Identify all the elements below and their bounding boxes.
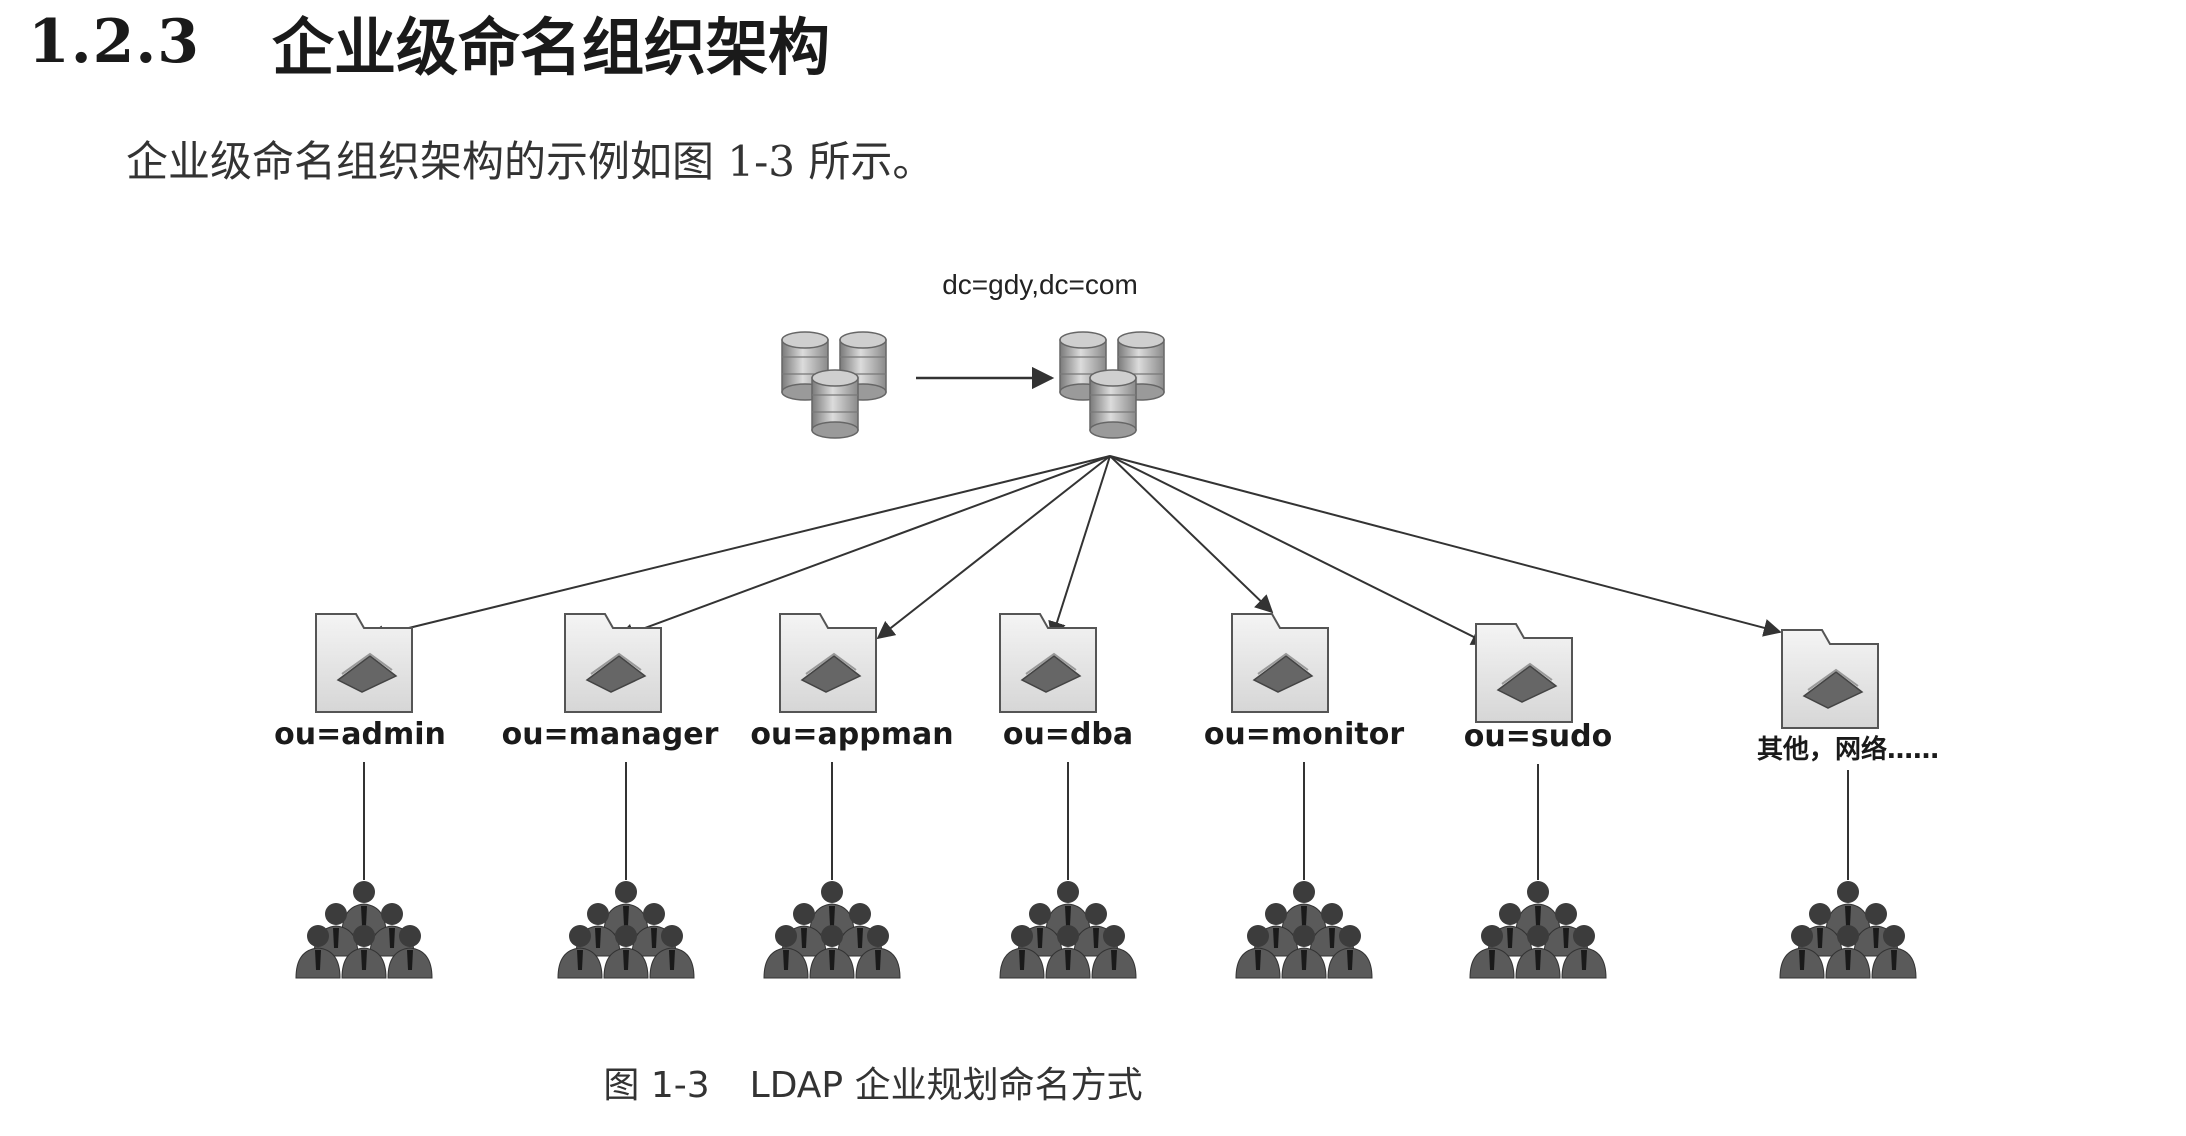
node-label: 其他，网络……: [1757, 734, 1939, 765]
folder-icon-manager: [564, 613, 662, 713]
folder-icon-dba: [999, 613, 1097, 713]
node-label: ou=admin: [274, 717, 446, 752]
users-icon-manager: [558, 881, 694, 978]
users-icon-sudo: [1470, 881, 1606, 978]
users-icon-admin: [296, 881, 432, 978]
root-dn-label: dc=gdy,dc=com: [942, 269, 1138, 300]
node-label: ou=dba: [1003, 717, 1133, 752]
node-label: ou=manager: [502, 717, 719, 752]
node-label: ou=appman: [750, 717, 953, 752]
server-icon-root: [1060, 332, 1164, 438]
section-title: 企业级命名组织架构: [272, 11, 831, 84]
users-icon-dba: [1000, 881, 1136, 978]
figure-number: 图 1-3: [603, 1065, 710, 1106]
intro-paragraph: 企业级命名组织架构的示例如图 1-3 所示。: [126, 137, 935, 186]
node-label: ou=monitor: [1204, 717, 1405, 752]
server-icon-left: [782, 332, 886, 438]
users-icon-other: [1780, 881, 1916, 978]
section-number: 1.2.3: [28, 7, 201, 77]
figure-caption-text: LDAP 企业规划命名方式: [749, 1065, 1143, 1106]
figure-caption: 图 1-3 LDAP 企业规划命名方式: [0, 1056, 2186, 1108]
users-icon-appman: [764, 881, 900, 978]
folder-icon-admin: [315, 613, 413, 713]
folder-icon-monitor: [1231, 613, 1329, 713]
branch-arrows: [366, 455, 1782, 645]
folder-icon-appman: [779, 613, 877, 713]
group-connector-lines: [363, 762, 1849, 880]
section-heading: 1.2.3 企业级命名组织架构: [28, 0, 830, 84]
node-label: ou=sudo: [1464, 719, 1612, 754]
users-icon-monitor: [1236, 881, 1372, 978]
folder-icon-other: [1781, 629, 1879, 729]
folder-icon-sudo: [1475, 623, 1573, 723]
